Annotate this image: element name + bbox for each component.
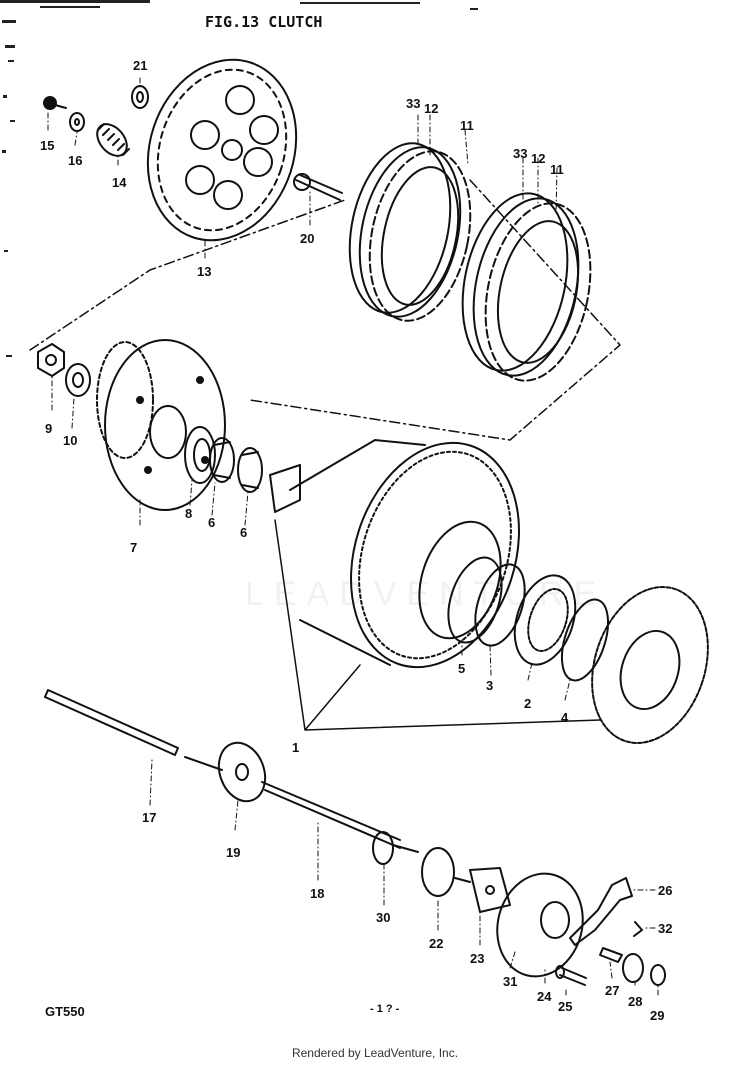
pin-27 [599,947,623,963]
callout-4: 4 [561,710,569,725]
watermark-text: LEADVENTURE [245,575,606,613]
pushrod-piece-20 [293,173,343,201]
page-number: - 1 ? - [370,1003,400,1015]
callout-32: 32 [658,921,672,936]
callout-14: 14 [112,175,127,190]
callout-15: 15 [40,138,54,153]
callout-28: 28 [628,994,642,1009]
washer-16 [69,112,85,132]
pressure-plate-13 [146,58,298,242]
callout-12a: 12 [424,101,438,116]
spring-14 [96,123,130,157]
callout-13: 13 [197,264,211,279]
release-cover-31 [496,872,584,978]
washer-28 [622,953,644,983]
callout-27: 27 [605,983,619,998]
clutch-plates-set-a [348,142,472,322]
callout-23: 23 [470,951,484,966]
clip-32 [633,921,643,937]
callout-33b: 33 [513,146,527,161]
gasket-22 [421,847,471,897]
callout-31: 31 [503,974,517,989]
callout-25: 25 [558,999,572,1014]
callout-10: 10 [63,433,77,448]
callout-18: 18 [310,886,324,901]
washer-30 [372,831,419,865]
callout-11a: 11 [460,118,474,133]
driven-gear [591,586,709,744]
bearing-2 [513,574,577,666]
callout-20: 20 [300,231,314,246]
release-arm-26 [569,877,633,946]
callout-33a: 33 [406,96,420,111]
callout-7: 7 [130,540,137,555]
lock-washer-10 [65,363,91,397]
callout-11b: 11 [550,162,564,177]
clutch-housing-1 [269,439,520,669]
clutch-hub-7 [96,339,226,511]
clutch-plates-set-b [461,192,592,382]
bolt-15 [43,96,67,110]
callout-19: 19 [226,845,240,860]
screw-25 [555,965,587,986]
leader-1 [274,519,601,731]
callout-9: 9 [45,421,52,436]
leader-lines [47,77,659,996]
callout-30: 30 [376,910,390,925]
callout-16: 16 [68,153,82,168]
callout-24: 24 [537,989,552,1004]
circlip-4 [560,598,610,682]
callout-29: 29 [650,1008,664,1023]
assembly-outline [29,179,621,441]
callout-26: 26 [658,883,672,898]
oil-seal-19 [184,741,267,803]
nut-21 [131,85,149,109]
needle-bearing-6a [209,437,235,483]
footer-credit: Rendered by LeadVenture, Inc. [291,1046,459,1060]
callout-8: 8 [185,506,192,521]
thrust-washer-5 [447,556,503,644]
scan-speckle [0,0,478,357]
callout-21: 21 [133,58,147,73]
pushrod-18 [261,781,401,849]
callout-3: 3 [486,678,493,693]
model-code: GT550 [45,1004,85,1019]
callout-17: 17 [142,810,156,825]
pushrod-17 [44,689,179,756]
callout-2: 2 [524,696,531,711]
needle-bearing-6b [237,447,263,493]
callout-12b: 12 [531,151,545,166]
callout-22: 22 [429,936,443,951]
nut-29 [650,964,666,986]
callout-1: 1 [292,740,299,755]
callout-6b: 6 [240,525,247,540]
release-screw-23 [469,867,511,913]
figure-title: FIG.13 CLUTCH [205,13,322,31]
nut-9 [37,343,65,377]
callout-5: 5 [458,661,465,676]
circlip-3 [474,563,526,647]
callout-6a: 6 [208,515,215,530]
